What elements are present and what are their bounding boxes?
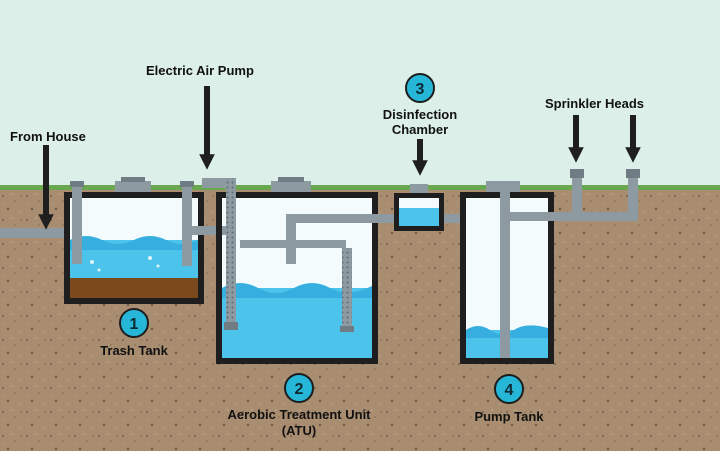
label-sprinkler-heads: Sprinkler Heads [545,96,644,111]
svg-text:3: 3 [416,81,425,98]
label-atu-line1: Aerobic Treatment Unit [227,407,371,422]
grass-line [0,185,720,190]
badge-1: 1 [119,308,149,338]
pump-tank [460,169,640,364]
inlet-pipe [0,228,72,238]
svg-text:1: 1 [130,316,139,333]
badge-3: 3 [405,73,435,103]
label-atu-line2: (ATU) [282,423,316,438]
trash-tank [64,177,222,304]
svg-text:4: 4 [505,382,514,399]
aerobic-treatment-unit [202,177,396,364]
badge-4: 4 [494,374,524,404]
label-disinfection-line2: Chamber [392,122,448,137]
disinfection-chamber [394,184,470,231]
badge-2: 2 [284,373,314,403]
label-trash-tank: Trash Tank [100,343,168,358]
label-from-house: From House [10,129,86,144]
label-disinfection-line1: Disinfection [383,107,457,122]
svg-text:2: 2 [295,381,304,398]
label-electric-air-pump: Electric Air Pump [146,63,254,78]
label-pump-tank: Pump Tank [474,409,544,424]
